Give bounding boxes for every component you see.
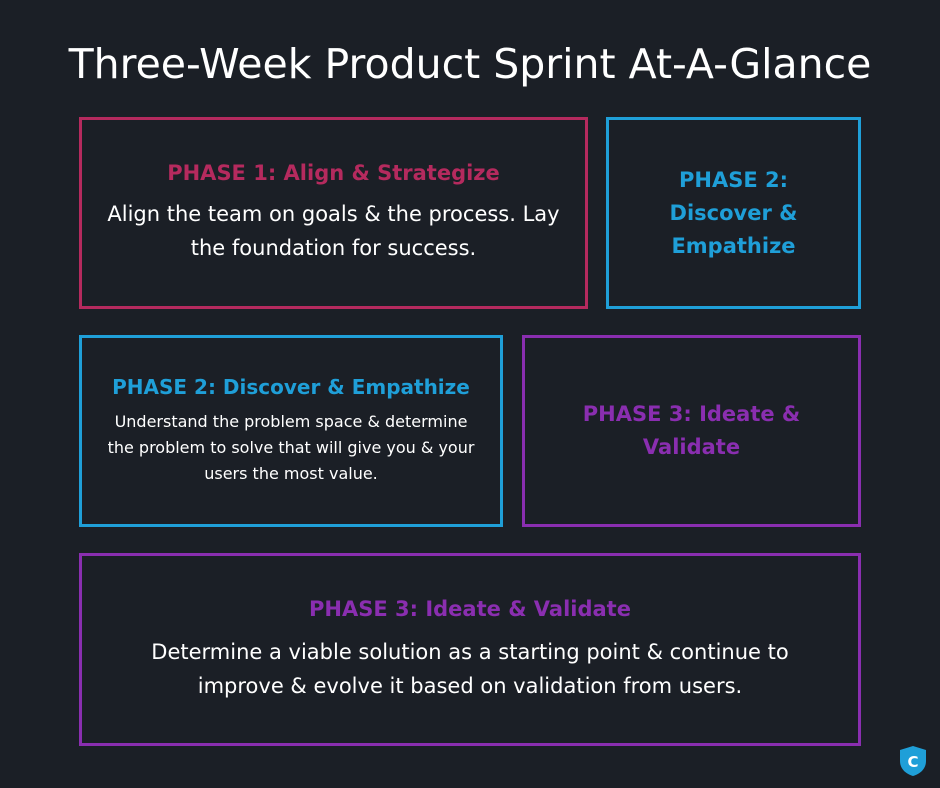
phase-2-title-heading: PHASE 2: Discover & Empathize xyxy=(669,167,798,258)
phase-2-discover-empathize-title-card: PHASE 2: Discover & Empathize xyxy=(606,117,861,309)
phase-3-description: Determine a viable solution as a startin… xyxy=(151,639,789,698)
shield-c-logo-icon: C xyxy=(900,746,926,776)
phase-2-description: Understand the problem space & determine… xyxy=(107,412,475,483)
phase-3-heading: PHASE 3: Ideate & Validate xyxy=(309,596,631,621)
phase-2-heading: PHASE 2: Discover & Empathize xyxy=(112,375,470,399)
phase-1-description: Align the team on goals & the process. L… xyxy=(107,202,560,260)
phase-2-discover-empathize-card: PHASE 2: Discover & Empathize Understand… xyxy=(79,335,503,527)
page-title: Three-Week Product Sprint At-A-Glance xyxy=(68,40,872,88)
phase-3-ideate-validate-title-card: PHASE 3: Ideate & Validate xyxy=(522,335,861,527)
phase-3-ideate-validate-card: PHASE 3: Ideate & Validate Determine a v… xyxy=(79,553,861,746)
phase-3-title-heading: PHASE 3: Ideate & Validate xyxy=(582,402,801,459)
logo-letter: C xyxy=(907,753,918,771)
phase-1-heading: PHASE 1: Align & Strategize xyxy=(167,161,500,185)
phase-1-align-strategize-card: PHASE 1: Align & Strategize Align the te… xyxy=(79,117,588,309)
